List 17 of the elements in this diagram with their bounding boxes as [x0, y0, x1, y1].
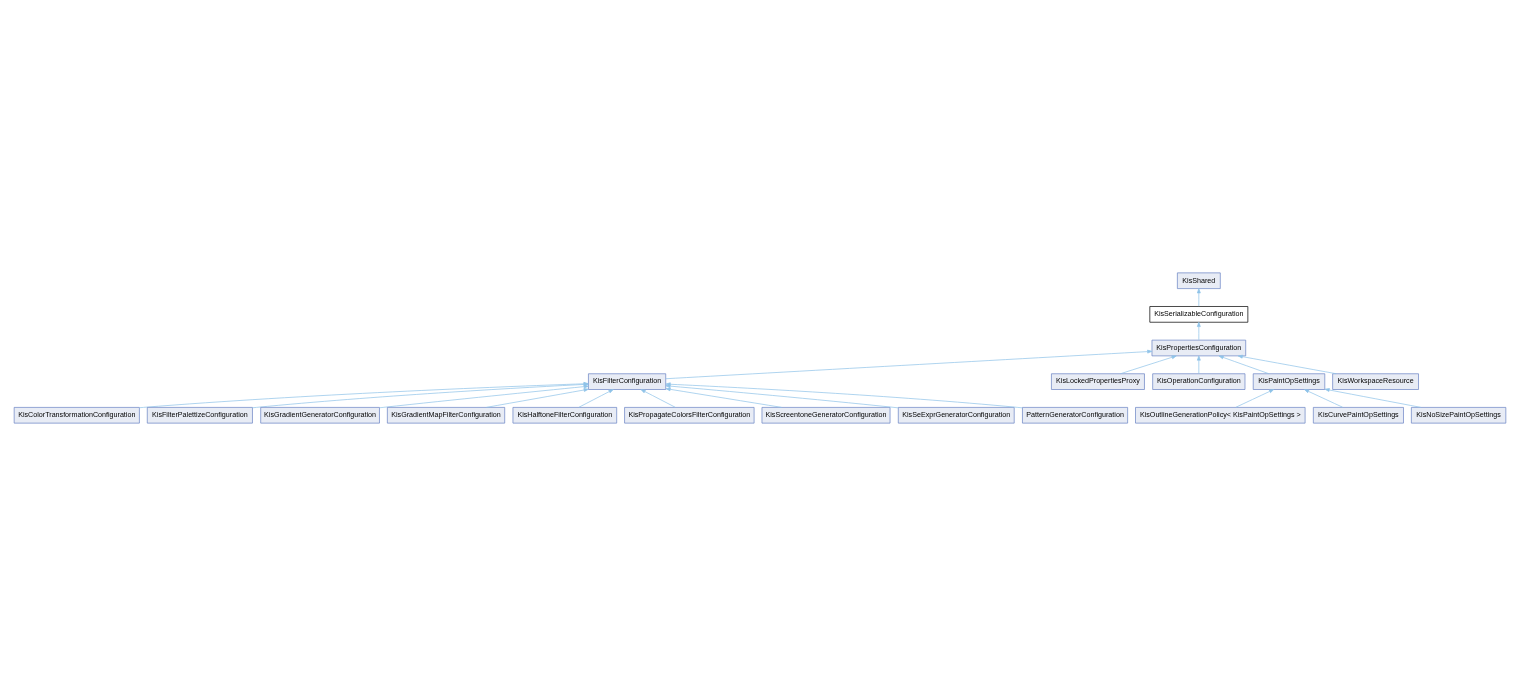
- arrow: [1235, 389, 1275, 408]
- arrow: [486, 388, 589, 408]
- arrow: [1218, 355, 1270, 375]
- arrow: [379, 384, 589, 409]
- arrow: [1304, 389, 1344, 408]
- arrow: [1197, 288, 1201, 307]
- arrow: [578, 389, 614, 408]
- arrow: [665, 384, 899, 409]
- arrow: [1324, 388, 1422, 408]
- arrow: [1197, 355, 1201, 374]
- arrow: [640, 389, 676, 408]
- arrow: [665, 382, 1023, 409]
- arrow: [1237, 354, 1337, 375]
- arrow: [665, 387, 782, 408]
- arrow: [1120, 355, 1177, 375]
- arrow: [665, 349, 1153, 380]
- arrow: [1197, 321, 1201, 341]
